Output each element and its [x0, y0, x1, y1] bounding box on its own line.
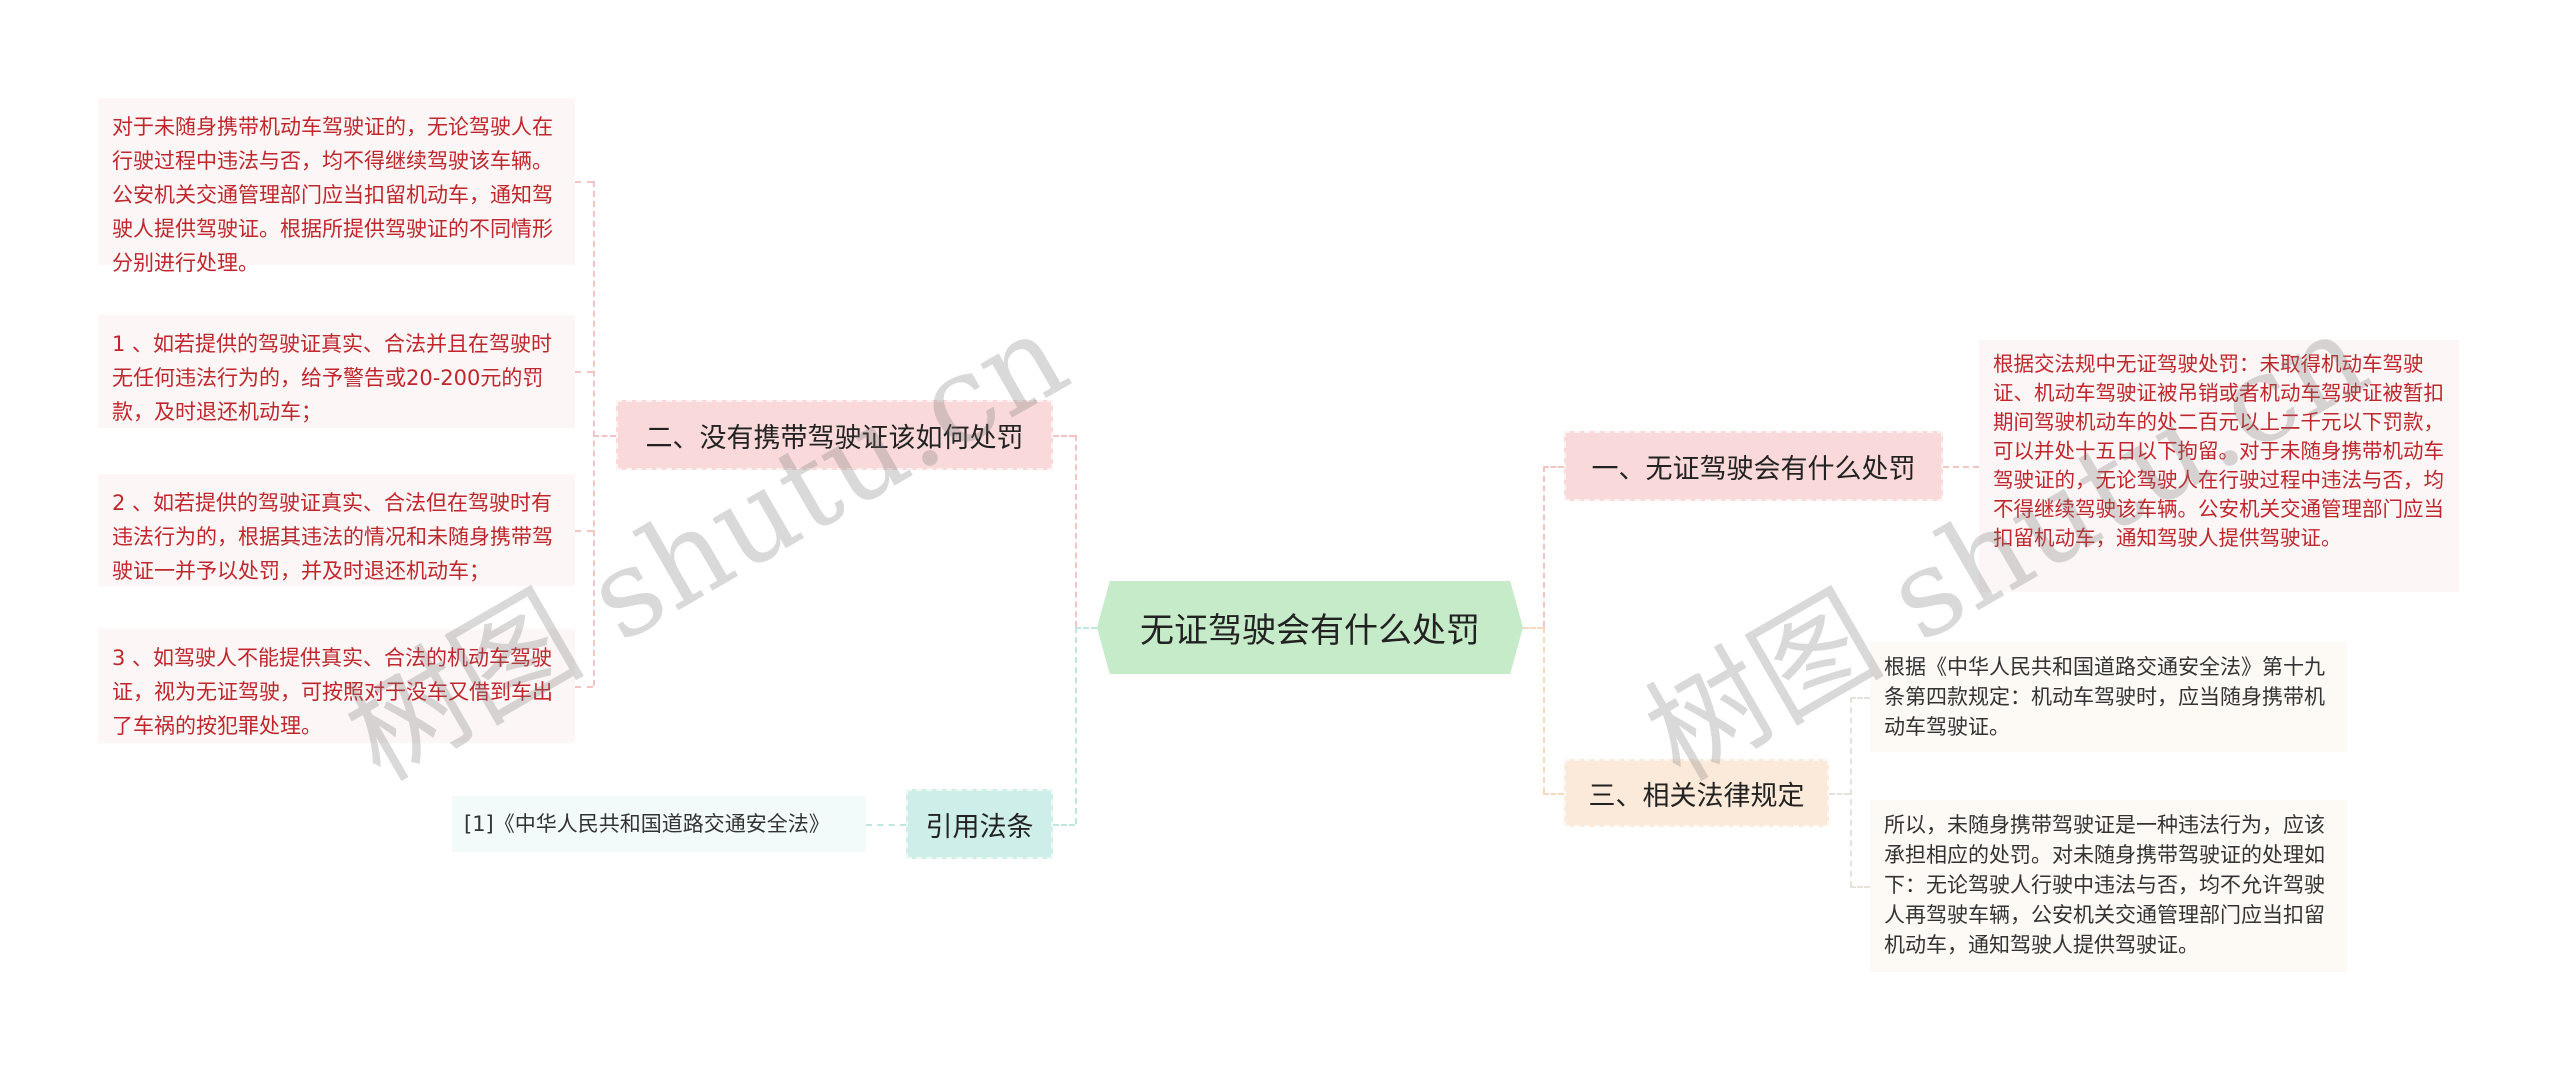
connector-cite: [1053, 824, 1075, 826]
connector-leaf-1: [575, 371, 593, 373]
leaf-note-conclusion[interactable]: 所以，未随身携带驾驶证是一种违法行为，应该承担相应的处罚。对未随身携带驾驶证的处…: [1870, 800, 2347, 972]
connector-one: [1543, 466, 1564, 468]
branch-two-label: 二、没有携带驾驶证该如何处罚: [645, 422, 1024, 454]
connector-center-right: [1523, 627, 1543, 629]
branch-one-node[interactable]: 一、无证驾驶会有什么处罚: [1564, 431, 1943, 501]
connector-two-right: [1053, 435, 1075, 437]
branch-one-label: 一、无证驾驶会有什么处罚: [1591, 453, 1916, 485]
connector-left-leaves: [593, 181, 595, 686]
connector-center-to-three: [1543, 627, 1545, 793]
connector-three-leaves: [1850, 697, 1852, 887]
citation-law-item[interactable]: [1]《中华人民共和国道路交通安全法》: [452, 796, 866, 852]
connector-three-leaf-1: [1850, 886, 1870, 888]
branch-three-label: 三、相关法律规定: [1588, 780, 1805, 812]
connector-three-leaf-0: [1850, 697, 1870, 699]
leaf-note-case-1[interactable]: 1 、如若提供的驾驶证真实、合法并且在驾驶时无任何违法行为的，给予警告或20-2…: [98, 315, 575, 428]
central-topic-label: 无证驾驶会有什么处罚: [1140, 611, 1480, 651]
connector-leaf-0: [575, 181, 593, 183]
connector-center-to-two: [1075, 435, 1077, 627]
leaf-note-case-3[interactable]: 3 、如驾驶人不能提供真实、合法的机动车驾驶证，视为无证驾驶，可按照对于没车又借…: [98, 629, 575, 743]
leaf-note-penalty[interactable]: 根据交法规中无证驾驶处罚：未取得机动车驾驶证、机动车驾驶证被吊销或者机动车驾驶证…: [1979, 340, 2459, 592]
branch-three-node[interactable]: 三、相关法律规定: [1564, 759, 1829, 827]
branch-two-node[interactable]: 二、没有携带驾驶证该如何处罚: [616, 400, 1053, 470]
central-topic-node[interactable]: 无证驾驶会有什么处罚: [1097, 581, 1523, 674]
connector-center-left: [1075, 627, 1097, 629]
leaf-note-case-2[interactable]: 2 、如若提供的驾驶证真实、合法但在驾驶时有违法行为的，根据其违法的情况和未随身…: [98, 474, 575, 586]
connector-three-stem: [1829, 793, 1850, 795]
connector-one-child: [1943, 466, 1979, 468]
citation-node[interactable]: 引用法条: [906, 789, 1053, 859]
connector-branch-two: [593, 435, 616, 437]
leaf-note-no-license-carried[interactable]: 对于未随身携带机动车驾驶证的，无论驾驶人在行驶过程中违法与否，均不得继续驾驶该车…: [98, 98, 575, 275]
connector-cite-child: [866, 824, 906, 826]
connector-three: [1543, 793, 1564, 795]
connector-leaf-2: [575, 530, 593, 532]
connector-leaf-3: [575, 686, 593, 688]
citation-label: 引用法条: [925, 811, 1034, 843]
leaf-note-law-article[interactable]: 根据《中华人民共和国道路交通安全法》第十九条第四款规定：机动车驾驶时，应当随身携…: [1870, 642, 2347, 752]
citation-law-text: [1]《中华人民共和国道路交通安全法》: [464, 812, 830, 836]
connector-center-to-cite: [1075, 627, 1077, 824]
connector-center-to-one: [1543, 466, 1545, 627]
